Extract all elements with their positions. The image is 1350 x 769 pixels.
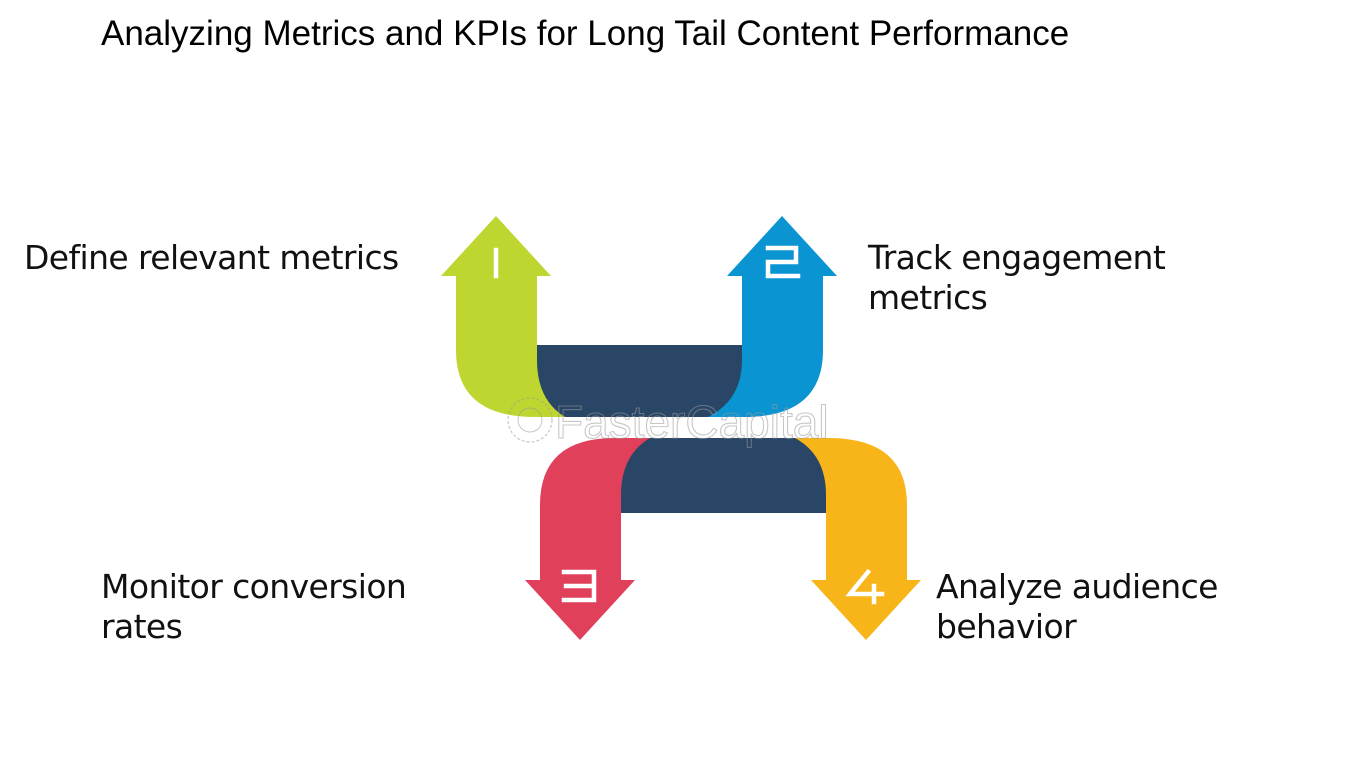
step-2-label: Track engagement metrics [868,238,1188,318]
step-3-label: Monitor conversion rates [101,567,431,647]
step-4-label: Analyze audience behavior [936,567,1236,647]
arrow-4-number [845,568,885,605]
top-connector-bar [535,345,750,417]
watermark-text: FasterCapital [555,396,829,448]
step-4-label-text: Analyze audience behavior [936,567,1218,646]
arrow-3-shape [525,438,650,640]
bottom-connector-bar [615,438,830,513]
watermark-gear-icon [507,397,553,443]
arrow-4-shape [795,438,921,640]
page-title: Analyzing Metrics and KPIs for Long Tail… [101,14,1070,53]
arrow-1-shape [441,216,565,417]
step-3-label-text: Monitor conversion rates [101,567,407,646]
arrow-2-shape [708,216,837,417]
arrow-2-number [765,245,801,279]
step-1-label: Define relevant metrics [24,238,399,277]
arrow-3-number [561,569,597,603]
watermark: FasterCapital [507,395,829,449]
step-2-label-text: Track engagement metrics [868,238,1166,317]
